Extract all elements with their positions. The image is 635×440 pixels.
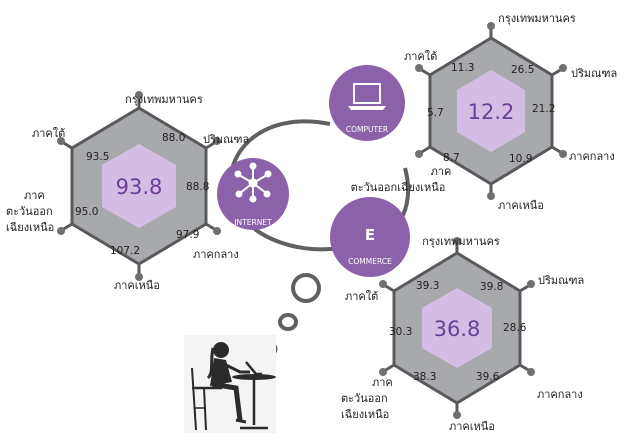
label-northeast-line1: ภาค	[431, 165, 452, 178]
value-north: 10.9	[509, 153, 532, 165]
network-icon	[234, 162, 272, 203]
value-central-vicinity: 88.8	[186, 181, 209, 193]
laptop-icon	[348, 83, 386, 110]
hexagon-chart-internet: 93.8 88.0 88.8 97.9 107.2 95.0 93.5 กรุง…	[6, 91, 249, 292]
label-north: ภาคเหนือ	[449, 420, 495, 433]
overall-value: 93.8	[116, 175, 163, 199]
overall-value: 12.2	[468, 100, 515, 124]
label-northeast-line3: เฉียงเหนือ	[6, 221, 54, 234]
label-central: ภาคกลาง	[569, 150, 615, 163]
label-south: ภาคใต้	[404, 50, 437, 63]
label-northeast-line3: เฉียงเหนือ	[341, 408, 389, 421]
value-northeast: 8.7	[443, 152, 460, 164]
ecommerce-node: E COMMERCE	[330, 197, 410, 277]
label-central: ภาคกลาง	[537, 388, 583, 401]
internet-node-label: INTERNET	[234, 218, 272, 227]
label-north: ภาคเหนือ	[498, 199, 544, 212]
label-northeast-line1: ภาค	[372, 376, 393, 389]
label-south: ภาคใต้	[32, 127, 65, 140]
value-north: 107.2	[110, 245, 140, 257]
value-bangkok: 11.3	[451, 62, 474, 74]
label-north: ภาคเหนือ	[114, 279, 160, 292]
value-central: 21.2	[532, 103, 555, 115]
internet-node: INTERNET	[217, 158, 289, 230]
label-bangkok: กรุงเทพมหานคร	[422, 235, 500, 248]
label-bangkok: กรุงเทพมหานคร	[498, 12, 576, 25]
hexagon-inner	[457, 70, 525, 152]
label-central-vicinity: ปริมณฑล	[203, 133, 249, 146]
label-south: ภาคใต้	[345, 290, 378, 303]
label-central-vicinity: ปริมณฑล	[571, 67, 617, 80]
ecommerce-node-label: COMMERCE	[348, 257, 392, 266]
computer-node: COMPUTER	[329, 65, 405, 141]
value-central: 97.9	[176, 229, 199, 241]
hexagon-inner	[422, 288, 492, 368]
value-south: 5.7	[427, 107, 444, 119]
value-northeast: 95.0	[75, 206, 98, 218]
value-south: 30.3	[389, 326, 412, 338]
value-central-vicinity: 39.8	[480, 281, 503, 293]
value-bangkok: 88.0	[162, 132, 185, 144]
label-northeast-line2: ตะวันออกเฉียงเหนือ	[351, 181, 446, 194]
value-bangkok: 39.3	[416, 280, 439, 292]
hexagon-chart-ecommerce: 36.8 39.3 39.8 28.6 39.6 38.3 30.3 กรุงเ…	[341, 235, 584, 433]
value-central-vicinity: 26.5	[511, 64, 534, 76]
label-bangkok: กรุงเทพมหานคร	[125, 93, 203, 106]
thought-bubble-medium	[278, 313, 298, 331]
thought-bubble-large	[291, 273, 321, 303]
value-south: 93.5	[86, 151, 109, 163]
person-at-table-illustration	[184, 335, 276, 433]
computer-node-label: COMPUTER	[346, 125, 388, 134]
label-northeast-line2: ตะวันออก	[6, 205, 53, 218]
value-central: 28.6	[503, 322, 527, 334]
ecommerce-node-letter: E	[365, 226, 375, 244]
label-northeast-line1: ภาค	[24, 189, 45, 202]
label-northeast-line2: ตะวันออก	[341, 392, 388, 405]
overall-value: 36.8	[434, 317, 481, 341]
hexagon-inner	[102, 144, 176, 228]
value-north: 39.6	[476, 371, 500, 383]
label-central: ภาคกลาง	[193, 248, 239, 261]
hexagon-chart-computer: 12.2 11.3 26.5 21.2 10.9 8.7 5.7 กรุงเทพ…	[351, 12, 618, 212]
value-northeast: 38.3	[413, 371, 436, 383]
label-central-vicinity: ปริมณฑล	[538, 274, 584, 287]
